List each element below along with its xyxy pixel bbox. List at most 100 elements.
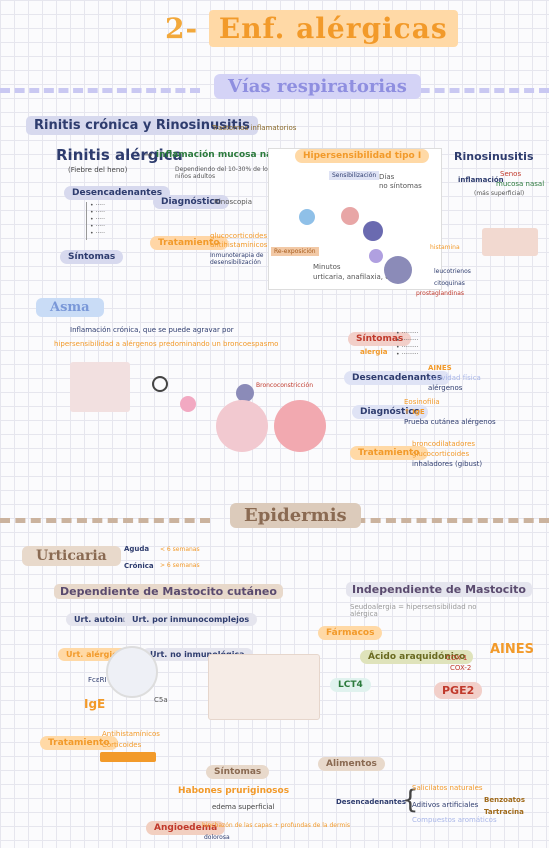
urt-angio-desc2: dolorosa	[204, 834, 230, 841]
hipersens-urticaria: urticaria, anafilaxia, etc	[313, 273, 397, 281]
mastocyte-icon	[384, 256, 412, 284]
urt-fceri: FcεRI	[88, 676, 107, 684]
rinitis-trat-3: Inmunoterapia de desensibilización	[210, 252, 264, 266]
rinitis-desencadenantes: Desencadenantes	[64, 186, 171, 200]
asma-eosinofilia: Eosinofilia	[404, 398, 440, 406]
asma-sintomas: Síntomas	[348, 332, 412, 346]
urt-c5a: C5a	[154, 696, 168, 704]
cell-icon	[152, 376, 168, 392]
alimentos-desenc: Desencadenantes	[336, 798, 407, 806]
mastocyte-icon	[106, 646, 158, 698]
med-histamina: histamina	[430, 244, 460, 251]
asma-def2: hipersensibilidad a alérgenos predominan…	[54, 340, 279, 348]
asma-trat-3: inhaladores (gibust)	[412, 460, 483, 468]
urt-independiente: Independiente de Mastocito	[346, 582, 532, 597]
rinitis-trat-1: glucocorticoides	[210, 232, 268, 240]
cell-icon	[363, 221, 383, 241]
arrow-icon: →	[144, 150, 153, 161]
asma-desencadenantes: Desencadenantes	[344, 371, 451, 385]
urt-trat-1: Antihistamínicos	[102, 730, 160, 738]
asma-alergenos: alérgenos	[428, 384, 463, 392]
hipersens-title: Hipersensibilidad tipo I	[295, 149, 430, 163]
rinosinusitis-inflamacion: inflamación	[458, 176, 504, 184]
rinitis-tratamiento: Tratamiento	[150, 236, 228, 250]
divider-left	[0, 518, 210, 523]
asma-aines: AINES	[428, 364, 452, 372]
section-vias: Vías respiratorias	[214, 74, 421, 99]
asma-diagnostico: Diagnóstico	[352, 405, 428, 419]
bronchus-normal-icon	[216, 400, 268, 452]
urt-inmunocomplejos: Urt. por inmunocomplejos	[124, 613, 258, 626]
urt-tratamiento: Tratamiento	[40, 736, 118, 750]
rinitis-paren: (Fiebre del heno)	[68, 166, 128, 174]
asma-label: Asma	[36, 298, 104, 317]
asma-sintomas-val: alergia	[360, 348, 388, 356]
urt-angio-desc: hinchazón de las capas + profundas de la…	[202, 822, 351, 829]
alimentos-label: Alimentos	[318, 757, 385, 771]
title-number: 2-	[165, 12, 199, 45]
urt-cronica: Crónica	[124, 562, 154, 570]
cell-icon	[299, 209, 315, 225]
farmacos-label: Fármacos	[318, 626, 383, 640]
section-epidermis: Epidermis	[230, 503, 361, 528]
alim-salicilatos: Salicilatos naturales	[412, 784, 483, 792]
rinitis-header-sub: Trastornos inflamatorios	[212, 124, 297, 132]
asma-ige: ↑ IgE	[404, 408, 425, 416]
urt-dependiente: Dependiente de Mastocito cutáneo	[54, 584, 283, 599]
rinitis-header: Rinitis crónica y Rinosinusitis	[26, 116, 258, 135]
urt-aguda: Aguda	[124, 545, 150, 553]
alim-benzoatos: Benzoatos	[484, 796, 525, 804]
med-citoquinas: citoquinas	[434, 280, 465, 287]
hipersens-minutos: Minutos	[313, 263, 341, 271]
asma-trat-1: broncodilatadores	[412, 440, 476, 448]
alim-tartracina: Tartracina	[484, 808, 524, 816]
hipersens-sens: Sensibilización	[329, 171, 380, 180]
hipersens-panel: Hipersensibilidad tipo I Sensibilización…	[268, 148, 442, 290]
rinitis-note: Dependiendo del 10-30% de los niños adul…	[175, 166, 271, 180]
divider-right	[360, 88, 549, 93]
farmacos-acido: Ácido araquidónico	[360, 650, 474, 664]
urt-edema: edema superficial	[212, 803, 275, 811]
asma-broncoespasmo: Broncoconstricción	[256, 382, 314, 389]
med-leucotrienos: leucotrienos	[434, 268, 471, 275]
hipersens-no-sint: no síntomas	[379, 182, 422, 190]
urt-cronica-val: > 6 semanas	[160, 562, 200, 569]
rinitis-name: Rinitis alérgica	[56, 146, 183, 164]
urt-sintomas: Síntomas	[206, 765, 270, 779]
alim-compuestos: Compuestos aromáticos	[412, 816, 497, 824]
urt-habones: Habones pruriginosos	[178, 786, 290, 796]
urticaria-label: Urticaria	[22, 546, 121, 566]
urt-trat-2: Corticoides	[102, 741, 142, 749]
farmacos-cox2: COX-2	[450, 664, 472, 672]
asma-actividad: Actividad física	[428, 374, 481, 382]
bronchus-asthma-icon	[274, 400, 326, 452]
med-prostaglandinas: prostaglandinas	[416, 290, 465, 297]
asma-sint-list: • ·········• ·········• ·········• ·····…	[396, 330, 419, 358]
trat-bar	[100, 752, 156, 762]
urticaria-images	[208, 654, 320, 720]
rinitis-sintomas: Síntomas	[60, 250, 124, 264]
rinitis-trat-2: antihistamínicos	[210, 241, 268, 249]
cell-icon	[180, 396, 196, 412]
rinosinusitis-title: Rinosinusitis	[454, 150, 534, 163]
airway-image	[70, 362, 130, 412]
cell-icon	[341, 207, 359, 225]
cell-icon	[369, 249, 383, 263]
brace-icon: {	[402, 785, 419, 815]
asma-tratamiento: Tratamiento	[350, 446, 428, 460]
urt-indep-sub: Seudoalergia = hipersensibilidad no alér…	[350, 603, 477, 618]
divider-left	[0, 88, 200, 93]
hipersens-reexp: Re-exposición	[271, 247, 319, 256]
rinitis-diag-val: Rinoscopia	[214, 198, 252, 206]
rinosinusitis-paren: (más superficial)	[474, 190, 525, 197]
urt-ige: IgE	[84, 697, 106, 711]
farmacos-lct4: LCT4	[330, 678, 371, 692]
rinosinusitis-mucosa: mucosa nasal	[496, 180, 545, 188]
rinosinusitis-senos: Senos	[500, 170, 522, 178]
urt-angioedema: Angioedema	[146, 821, 226, 835]
hipersens-dias: Días	[379, 173, 395, 181]
page-title: 2- Enf. alérgicas	[165, 10, 458, 47]
rinitis-diagnostico: Diagnóstico	[153, 195, 229, 209]
title-main: Enf. alérgicas	[208, 10, 458, 47]
urt-aguda-val: < 6 semanas	[160, 546, 200, 553]
